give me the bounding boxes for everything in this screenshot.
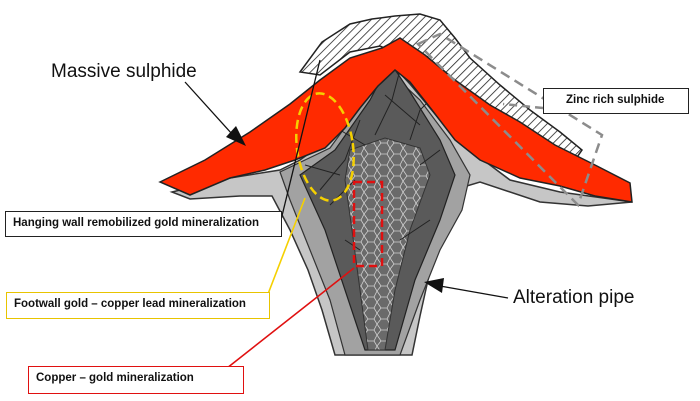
copper-gold-label: Copper – gold mineralization xyxy=(28,366,244,394)
hanging-wall-label: Hanging wall remobilized gold mineraliza… xyxy=(5,211,282,237)
massive-sulphide-arrowhead xyxy=(226,126,246,146)
footwall-gold-label: Footwall gold – copper lead mineralizati… xyxy=(6,292,270,319)
copper-gold-zone-outline xyxy=(352,180,384,268)
massive-sulphide-label: Massive sulphide xyxy=(51,61,197,82)
zinc-rich-leader xyxy=(502,102,544,110)
zinc-rich-zone-outline xyxy=(415,32,604,208)
stockwork-zone xyxy=(344,137,431,351)
massive-sulphide-lens xyxy=(158,37,633,203)
massive-sulphide-leader xyxy=(184,81,233,135)
copper-gold-leader xyxy=(221,267,355,373)
leader-lines xyxy=(184,59,544,373)
alteration-pipe-arrowhead xyxy=(424,278,444,293)
footwall-gold-leader xyxy=(267,197,306,295)
alteration-pipe-label: Alteration pipe xyxy=(513,287,635,308)
zinc-rich-sulphide-label: Zinc rich sulphide xyxy=(543,88,689,114)
hanging-wall-leader xyxy=(279,59,321,225)
alteration-pipe-leader xyxy=(439,285,509,299)
